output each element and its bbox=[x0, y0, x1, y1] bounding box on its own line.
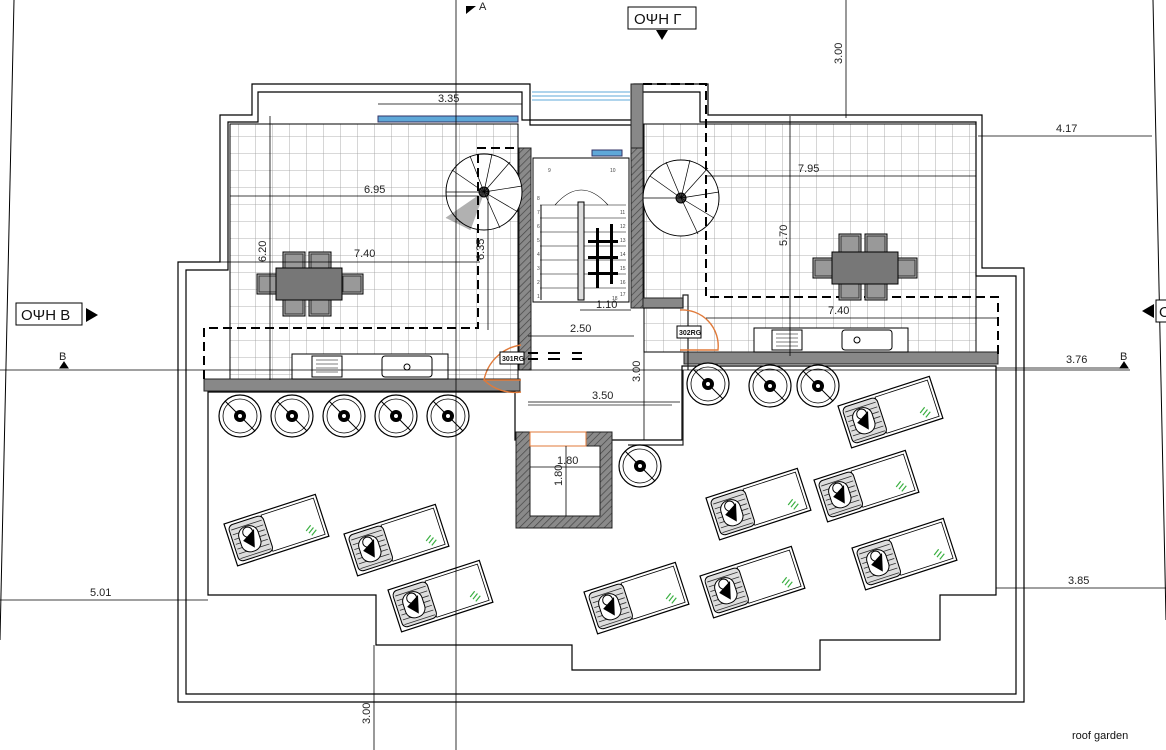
step-18: 18 bbox=[612, 296, 618, 302]
spiral-stair-left bbox=[445, 153, 523, 231]
dim-3-00-bottom: 3.00 bbox=[361, 703, 373, 724]
step-9: 9 bbox=[548, 168, 551, 174]
room-tag-301: 301RG bbox=[502, 356, 525, 363]
step-3: 3 bbox=[537, 266, 540, 272]
elevation-b-box bbox=[15, 302, 83, 326]
dining-set-right bbox=[812, 233, 918, 301]
dim-3-76: 3.76 bbox=[1066, 354, 1087, 366]
step-15: 15 bbox=[620, 266, 626, 272]
room-tag-302-box bbox=[676, 325, 702, 339]
dim-6-95: 6.95 bbox=[364, 184, 385, 196]
spiral-stair-right bbox=[642, 159, 720, 237]
step-17: 17 bbox=[620, 292, 626, 298]
step-5: 5 bbox=[537, 238, 540, 244]
elevation-label-c: Ο bbox=[1159, 304, 1166, 321]
dim-6-20: 6.20 bbox=[257, 241, 269, 262]
dim-1-80-h: 1.80 bbox=[557, 455, 578, 467]
elevation-c-box bbox=[1155, 299, 1166, 323]
step-16: 16 bbox=[620, 280, 626, 286]
walls bbox=[203, 83, 999, 529]
elevation-g-box bbox=[627, 6, 697, 30]
elevation-label-b: ΟΨΗ Β bbox=[21, 307, 70, 324]
section-marker-a: A bbox=[479, 1, 487, 13]
elevation-label-g: ΟΨΗ Γ bbox=[634, 11, 681, 28]
step-8: 8 bbox=[537, 196, 540, 202]
dim-3-35: 3.35 bbox=[438, 93, 459, 105]
dim-6-35: 6.35 bbox=[475, 239, 487, 260]
dim-3-50: 3.50 bbox=[592, 390, 613, 402]
doors bbox=[483, 309, 719, 394]
step-1: 1 bbox=[537, 294, 540, 300]
room-tag-302: 302RG bbox=[679, 330, 702, 337]
dim-7-40-left: 7.40 bbox=[354, 248, 375, 260]
dining-set-left bbox=[256, 251, 364, 317]
step-6: 6 bbox=[537, 224, 540, 230]
section-marker-b-left: B bbox=[59, 351, 66, 363]
room-tag-301-box bbox=[499, 351, 525, 365]
dim-7-95: 7.95 bbox=[798, 163, 819, 175]
step-13: 13 bbox=[620, 238, 626, 244]
dim-3-00-mid: 3.00 bbox=[631, 361, 643, 382]
dashed-overhangs bbox=[203, 83, 999, 379]
dim-1-10: 1.10 bbox=[596, 299, 617, 311]
step-12: 12 bbox=[620, 224, 626, 230]
step-10: 10 bbox=[610, 168, 616, 174]
section-markers bbox=[59, 6, 1154, 369]
step-7: 7 bbox=[537, 210, 540, 216]
dim-5-70: 5.70 bbox=[778, 225, 790, 246]
step-2: 2 bbox=[537, 280, 540, 286]
dim-3-85: 3.85 bbox=[1068, 575, 1089, 587]
step-11: 11 bbox=[620, 210, 625, 216]
main-stair bbox=[532, 157, 630, 303]
step-14: 14 bbox=[620, 252, 626, 258]
step-4: 4 bbox=[537, 252, 540, 258]
outdoor-kitchens bbox=[291, 327, 909, 380]
dim-3-00-top: 3.00 bbox=[833, 43, 845, 64]
stair-step-numbers: 1 2 3 4 5 6 7 8 9 10 11 12 13 14 15 16 1… bbox=[537, 168, 626, 302]
dim-2-50: 2.50 bbox=[570, 323, 591, 335]
glazing bbox=[377, 91, 630, 157]
dim-1-80-v: 1.80 bbox=[553, 465, 565, 486]
dim-7-40-right: 7.40 bbox=[828, 305, 849, 317]
drawing-caption: roof garden bbox=[1072, 730, 1129, 742]
stair-arrows bbox=[528, 352, 582, 360]
section-marker-b-right: B bbox=[1120, 351, 1127, 363]
dim-4-17: 4.17 bbox=[1056, 123, 1077, 135]
dim-5-01: 5.01 bbox=[90, 587, 111, 599]
